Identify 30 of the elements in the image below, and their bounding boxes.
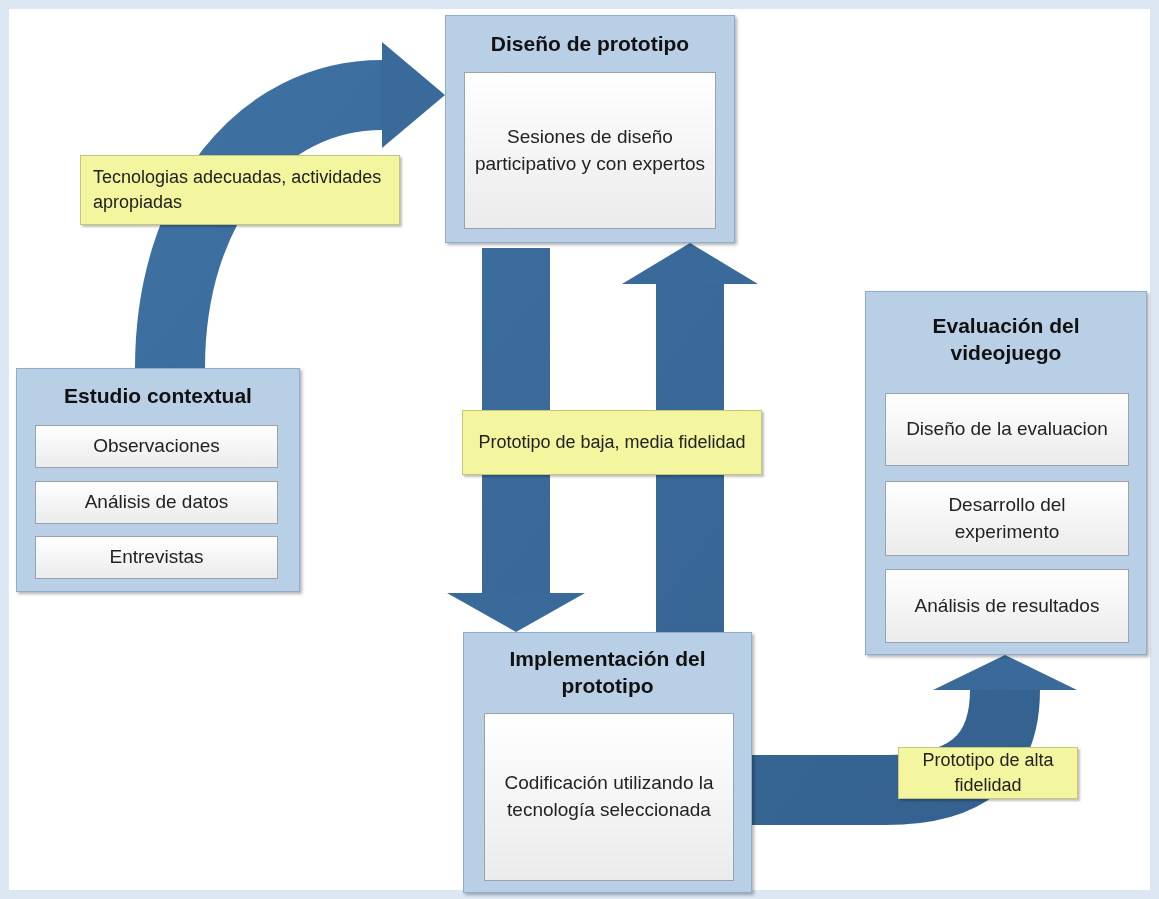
block-arrow (447, 248, 585, 632)
activity-box (35, 481, 278, 524)
stage-panel (16, 368, 300, 592)
activity-box (35, 536, 278, 579)
activity-box (885, 481, 1129, 556)
panel-heading: Diseño de prototipo (489, 31, 691, 58)
activity-text: Diseño de la evaluacion (905, 417, 1109, 442)
activity-box (484, 713, 734, 881)
panel-heading: Implementación del prototipo (508, 645, 707, 699)
activity-box (35, 425, 278, 468)
edge-label: Tecnologias adecuadas, actividades apropiadas (80, 155, 400, 225)
edge-label: Prototipo de baja, media fidelidad (462, 410, 762, 475)
activity-text: Análisis de datos (83, 490, 230, 515)
stage-panel (445, 15, 735, 243)
block-arrow (622, 243, 758, 632)
activity-box (464, 72, 716, 229)
activity-text: Análisis de resultados (913, 593, 1101, 618)
edge-label: Prototipo de alta fidelidad (898, 747, 1078, 799)
stage-panel (463, 632, 752, 893)
activity-text: Sesiones de diseño participativo y con expertos (473, 124, 707, 176)
activity-box (885, 393, 1129, 466)
activity-text: Codificación utilizando la tecnología seleccionada (503, 771, 715, 822)
activity-text: Observaciones (92, 434, 221, 459)
block-arrow (135, 42, 445, 370)
activity-text: Entrevistas (108, 545, 205, 570)
panel-heading: Estudio contextual (63, 383, 253, 410)
activity-box (885, 569, 1129, 643)
stage-panel (865, 291, 1147, 655)
activity-text: Desarrollo del experimento (947, 492, 1067, 544)
panel-heading: Evaluación del videojuego (931, 312, 1081, 366)
